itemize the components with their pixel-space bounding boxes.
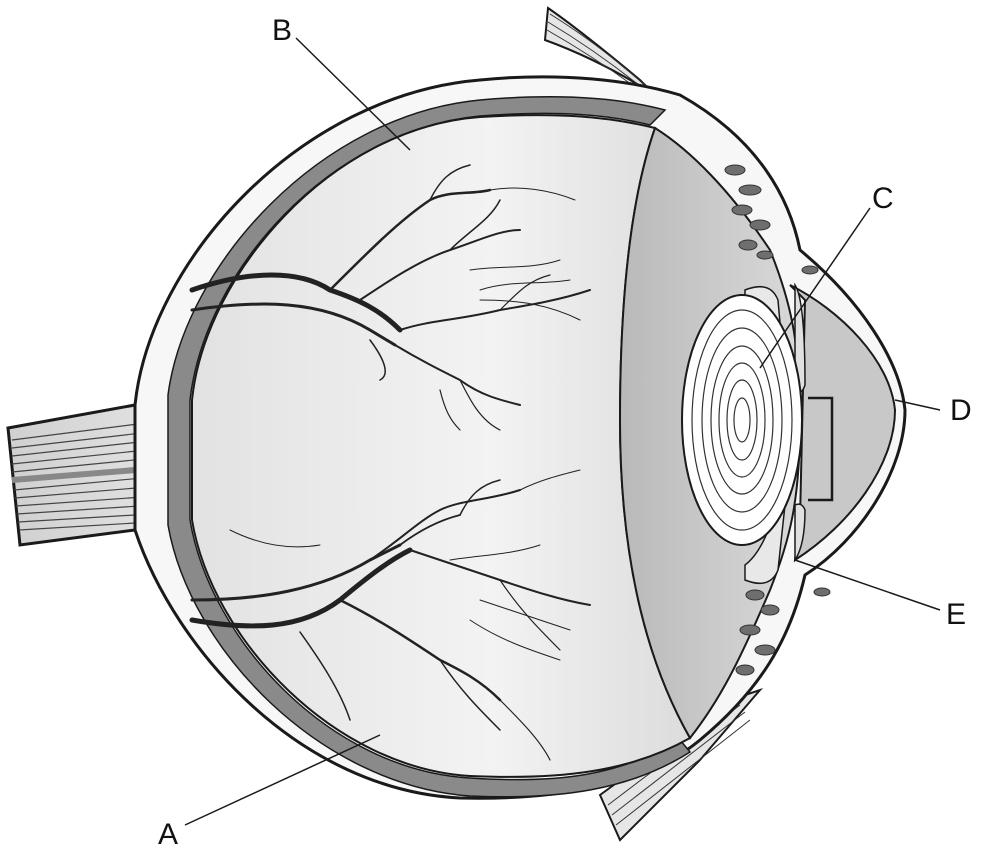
label-d: D	[950, 394, 972, 427]
label-e: E	[946, 598, 966, 631]
anterior-chamber	[790, 285, 895, 560]
label-c: C	[872, 182, 894, 215]
leader-line-e	[795, 560, 940, 610]
label-a: A	[158, 818, 178, 849]
leader-line-a	[185, 735, 380, 825]
label-b: B	[272, 14, 292, 47]
